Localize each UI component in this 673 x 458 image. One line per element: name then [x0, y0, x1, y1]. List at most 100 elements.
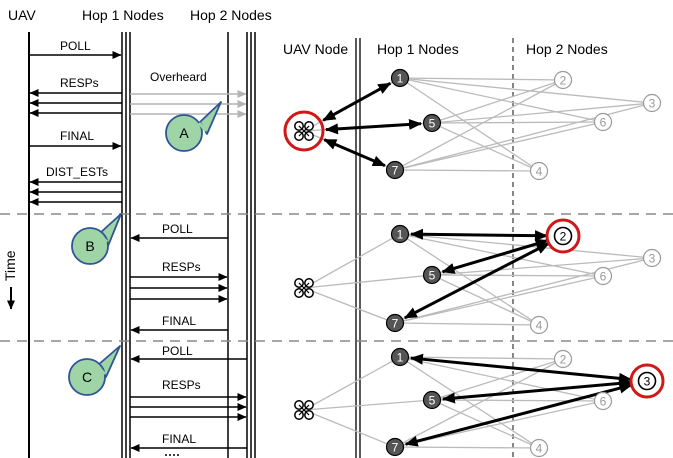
- hop2-node-circle: [553, 349, 573, 369]
- callout-c: C: [68, 345, 121, 396]
- hop2-node-circle: [553, 70, 573, 90]
- hop2-node: 6: [593, 112, 613, 132]
- overheard-label: Overheard: [150, 70, 207, 84]
- hop1-node: 1: [390, 68, 410, 88]
- network-link: [303, 409, 396, 448]
- hop2-node-circle: [593, 266, 613, 286]
- resps-label: RESPs: [162, 260, 201, 274]
- network-link: [303, 356, 401, 411]
- ranging-arrow: [324, 118, 423, 135]
- hop1-node-label: 7: [392, 164, 399, 178]
- network-link: [399, 356, 540, 449]
- hop1-node: 5: [422, 113, 442, 133]
- topology-panel: 1 5 7 2 3 6 4: [294, 347, 665, 458]
- hop2-node-label: 3: [644, 375, 651, 389]
- hop1-node-circle: [385, 437, 405, 457]
- hop2-node-label: 2: [560, 353, 567, 367]
- hop1-node: 1: [390, 347, 410, 367]
- uav-column-header: UAV: [8, 7, 36, 23]
- time-axis-label: Time: [2, 250, 18, 281]
- topology-panels: 1 5 7 2 3 6 4 1 5 7 2 3 6 4 1 5 7 2 3 6 4: [283, 68, 665, 458]
- callout-b-label: B: [85, 238, 94, 254]
- hop2-node: 6: [593, 391, 613, 411]
- network-link: [431, 102, 653, 124]
- hop2-node-circle: [553, 226, 573, 246]
- timeline-headers: UAV Hop 1 Nodes Hop 2 Nodes: [8, 7, 272, 23]
- hop2-node-label: 4: [536, 165, 543, 179]
- ranging-arrows: [404, 353, 633, 447]
- network-link: [399, 77, 564, 81]
- final-label: FINAL: [162, 314, 196, 328]
- hop2-node-circle: [529, 161, 549, 181]
- hop1-nodes-header: Hop 1 Nodes: [377, 41, 459, 57]
- hop1-node-label: 7: [392, 441, 399, 455]
- callout-bubble: [68, 358, 106, 396]
- network-link: [394, 446, 540, 449]
- active-node-ring: [283, 110, 325, 152]
- hop2-node-label: 6: [600, 395, 607, 409]
- hop1-node-circle: [422, 390, 442, 410]
- poll-label: POLL: [162, 344, 193, 358]
- network-link: [394, 358, 564, 448]
- phase-a-messages: POLL RESPs Overheard FINAL DIST_ESTs: [29, 39, 247, 206]
- hop2-node-circle: [593, 391, 613, 411]
- hop2-node: 4: [529, 161, 549, 181]
- uav-node: [294, 400, 314, 420]
- hop1-node: 1: [390, 224, 410, 244]
- dist-ests-label: DIST_ESTs: [46, 165, 108, 179]
- hop2-node: 3: [629, 363, 665, 399]
- hop2-node-circle: [529, 438, 549, 458]
- network-link: [431, 274, 604, 277]
- ranging-arrow: [409, 353, 633, 384]
- hop1-node-label: 5: [429, 394, 436, 408]
- hop1-node-circle: [390, 347, 410, 367]
- hop1-node: 5: [422, 265, 442, 285]
- ranging-arrows: [403, 228, 550, 320]
- uav-node: [294, 278, 314, 298]
- ranging-arrow: [404, 382, 633, 447]
- hop1-node: 7: [385, 160, 405, 180]
- hop1-node-circle: [390, 224, 410, 244]
- hop2-node-label: 6: [600, 270, 607, 284]
- uav-frame: [298, 404, 310, 416]
- network-link: [303, 233, 401, 289]
- hop1-node: 7: [385, 313, 405, 333]
- hop2-node: 3: [642, 248, 662, 268]
- final-label: FINAL: [162, 432, 196, 446]
- hop2-node: 3: [642, 93, 662, 113]
- hop2-node-label: 4: [536, 319, 543, 333]
- uav-node: [283, 110, 325, 152]
- hop2-node-circle: [637, 371, 657, 391]
- callout-b: B: [71, 213, 122, 265]
- hop2-node: 2: [553, 70, 573, 90]
- callout-bubble: [71, 227, 109, 265]
- hop2-node-label: 2: [560, 74, 567, 88]
- ranging-arrow: [409, 228, 549, 242]
- topology-panel: 1 5 7 2 3 6 4: [283, 68, 662, 181]
- hop2-node-label: 4: [536, 442, 543, 456]
- network-link: [431, 79, 564, 124]
- hop1-column-header: Hop 1 Nodes: [82, 7, 164, 23]
- hop2-node: 2: [553, 349, 573, 369]
- network-link: [303, 399, 433, 411]
- network-link: [394, 102, 653, 171]
- callout-c-label: C: [82, 369, 92, 385]
- hop1-node-label: 5: [429, 269, 436, 283]
- hop2-node-label: 6: [600, 116, 607, 130]
- hop1-node-label: 1: [397, 72, 404, 86]
- hop2-node: 4: [529, 315, 549, 335]
- hop2-node-circle: [529, 315, 549, 335]
- network-link: [394, 322, 540, 326]
- hop2-node-label: 2: [560, 230, 567, 244]
- hop2-node: 2: [545, 218, 581, 254]
- hop1-node-label: 1: [397, 228, 404, 242]
- network-link: [399, 77, 540, 172]
- uav-node-header: UAV Node: [283, 41, 348, 57]
- uav-frame: [298, 282, 310, 294]
- hop2-node-circle: [642, 248, 662, 268]
- hop2-nodes-header: Hop 2 Nodes: [526, 41, 608, 57]
- network-link: [399, 233, 540, 326]
- hop2-node-circle: [642, 93, 662, 113]
- topology-panel: 1 5 7 2 3 6 4: [294, 218, 662, 335]
